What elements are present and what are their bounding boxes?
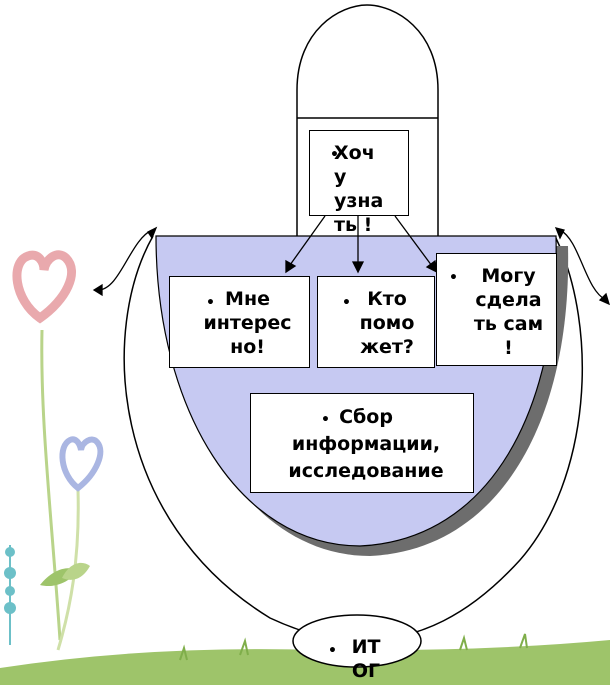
box-who-helps: • Кто помо жет? [317,276,435,368]
box-interested-text: Мне интерес но! [170,277,309,359]
box-info-gathering: • Сбор информации, исследование [250,393,474,493]
bullet-dot: • [206,291,215,315]
bullet-dot: • [330,143,339,167]
box-can-do-myself: • Могу сдела ть сам ! [436,253,557,366]
bullet-dot: • [342,291,351,315]
box-info-gathering-text: Сбор информации, исследование [251,394,473,485]
box-want-to-know-text: Хоч у узна ть ! [310,131,408,237]
bullet-dot: • [328,639,337,663]
bullet-dot: • [321,408,330,432]
box-want-to-know: • Хоч у узна ть ! [309,130,409,216]
bullet-dot: • [449,266,458,290]
flower-decoration [4,255,100,650]
box-interested: • Мне интерес но! [169,276,310,368]
box-who-helps-text: Кто помо жет? [318,277,434,359]
box-result: • ИТ ОГ [318,625,398,665]
